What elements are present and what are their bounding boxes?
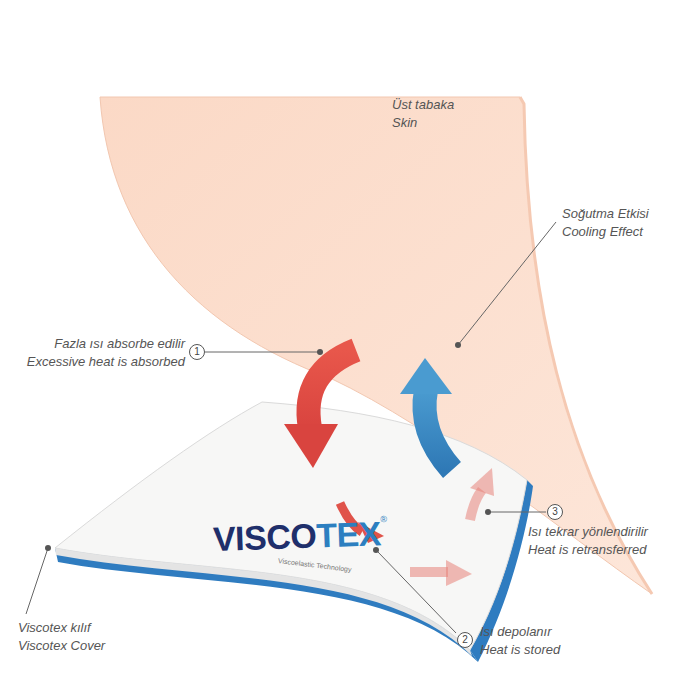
- up-arrow-head: [470, 468, 494, 496]
- leader-line: [458, 222, 556, 345]
- out-arrow-head: [446, 560, 472, 586]
- up-arrow-body: [470, 490, 482, 520]
- layer-label: Skin: [392, 115, 417, 131]
- leader-dot: [485, 509, 491, 515]
- callout-number: 1: [189, 344, 205, 360]
- cooling-arrow-head: [400, 358, 452, 394]
- callout-label: Heat is retransferred: [528, 542, 647, 558]
- callout-number: 2: [457, 632, 473, 648]
- leader-line: [490, 512, 546, 513]
- out-arrow-body: [410, 567, 448, 577]
- layer-label: Üst tabaka: [392, 97, 454, 113]
- callout-number: 3: [547, 504, 563, 520]
- callout-label: Fazla ısı absorbe edilir: [54, 336, 185, 352]
- leader-line: [26, 548, 48, 614]
- skin-edge: [520, 97, 652, 594]
- callout-label: Heat is stored: [480, 642, 560, 658]
- heat-arrow-body: [308, 350, 356, 428]
- callout-label: Soğutma Etkisi: [562, 206, 649, 222]
- logo-mark: ®: [380, 514, 386, 524]
- cooling-arrow-body: [424, 390, 452, 470]
- cover-top: [55, 402, 527, 650]
- callout-label: Isı depolanır: [480, 624, 552, 640]
- callout-label: Isı tekrar yönlendirilir: [528, 524, 648, 540]
- part-label: Viscotex kılıf: [18, 620, 91, 636]
- part-label: Viscotex Cover: [18, 638, 105, 654]
- cover-front: [55, 548, 472, 656]
- leader-line: [378, 552, 456, 633]
- heat-arrow-head: [284, 424, 338, 468]
- leader-dot: [45, 545, 51, 551]
- logo-text: TEX: [316, 514, 382, 554]
- leader-dot: [455, 342, 461, 348]
- brand-logo: VISCOTEX®: [212, 514, 387, 559]
- logo-text: VISCO: [212, 516, 317, 558]
- callout-label: Cooling Effect: [562, 224, 643, 240]
- callout-label: Excessive heat is absorbed: [27, 354, 185, 370]
- leader-dot: [317, 349, 323, 355]
- leader-line: [205, 352, 318, 353]
